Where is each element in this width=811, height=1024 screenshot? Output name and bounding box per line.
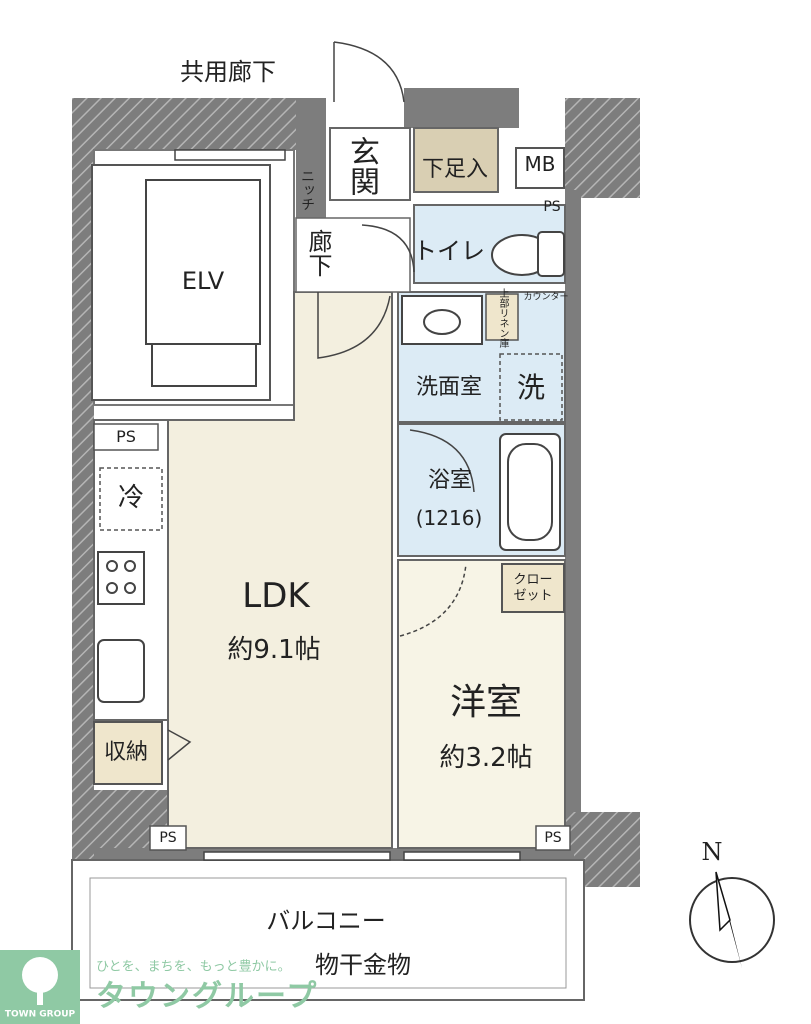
wall-right: [565, 190, 581, 830]
fridge-space: [99, 467, 163, 531]
shoebox-label: 下足入: [421, 157, 489, 182]
counter-label: カウンター: [523, 292, 569, 303]
western-room-label: 洋室: [449, 682, 523, 723]
washer-space: [499, 353, 563, 421]
toilet-label: トイレ: [413, 237, 485, 265]
brand-name-en: TOWN GROUP: [4, 1009, 76, 1020]
mb-label: MB: [524, 152, 556, 176]
bathroom-label: 浴室: [427, 468, 473, 493]
ps-left-box: [93, 423, 159, 451]
linen-storage-label: 上部リネン庫: [497, 288, 508, 348]
washer-label: 洗: [516, 371, 546, 404]
washroom-label: 洗面室: [415, 375, 483, 400]
genkan-floor: [329, 127, 411, 201]
door-swings: [167, 41, 475, 761]
wall-top-right: [404, 88, 519, 128]
wall-right-top: [565, 98, 640, 198]
windows: [203, 851, 521, 861]
brand-tagline: ひとを、まちを、もっと豊かに。: [96, 959, 291, 975]
wall-left: [72, 98, 94, 883]
ps-bottom-right-label: PS: [544, 830, 562, 846]
ldk-label: LDK: [242, 576, 310, 616]
bathtub: [499, 433, 561, 551]
compass-n-label: N: [701, 838, 723, 866]
wall-top-entrance: [296, 98, 326, 218]
closet-box: [501, 563, 565, 613]
bath-size-label: (1216): [415, 506, 483, 530]
ps-left-label: PS: [116, 427, 136, 446]
kitchen-sink: [97, 639, 145, 703]
corridor-label: 廊下: [304, 229, 332, 277]
western-size-label: 約3.2帖: [439, 743, 533, 773]
ps-bottom-right-box: [535, 825, 571, 851]
elv-label: ELV: [181, 267, 225, 295]
toilet-fixture: [491, 231, 565, 277]
wall-top-left: [72, 98, 312, 150]
ps-bottom-left-label: PS: [159, 830, 177, 846]
linen-storage-box: [485, 293, 519, 341]
ps-bottom-left-box: [149, 825, 187, 851]
elevator-car: [145, 179, 261, 345]
laundry-rail-label: 物干金物: [315, 951, 411, 979]
shoebox: [413, 127, 499, 193]
storage-box: [93, 721, 163, 785]
niche-label: ニッチ: [299, 169, 315, 211]
stove: [97, 551, 145, 605]
genkan-label: 玄関: [344, 136, 379, 196]
brand-logo: [0, 950, 80, 1024]
common-corridor-label: 共用廊下: [180, 58, 276, 86]
ldk-size-label: 約9.1帖: [227, 635, 321, 665]
ps-top-label: PS: [543, 199, 561, 215]
storage-label: 収納: [103, 740, 149, 765]
mb-box: [515, 147, 565, 189]
balcony-label: バルコニー: [266, 907, 386, 935]
brand-name-jp: タウングループ: [96, 979, 319, 1014]
elevator-area: [91, 149, 295, 406]
fridge-label: 冷: [117, 483, 145, 513]
corridor-floor: [295, 217, 411, 293]
closet-label: クローゼット: [513, 572, 553, 603]
compass: [689, 871, 775, 968]
wash-basin: [401, 295, 483, 345]
